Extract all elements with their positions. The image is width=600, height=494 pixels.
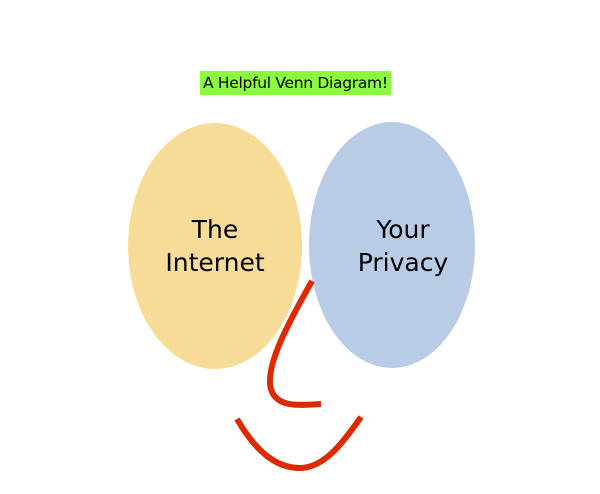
privacy-label: Your Privacy [328, 213, 478, 279]
diagram-title: A Helpful Venn Diagram! [200, 71, 391, 95]
internet-label-line1: The [191, 215, 239, 244]
nose-stroke [266, 279, 322, 408]
internet-ellipse [128, 123, 302, 369]
privacy-label-line2: Privacy [357, 248, 449, 277]
privacy-label-line1: Your [376, 215, 430, 244]
internet-label-line2: Internet [165, 248, 265, 277]
mouth-stroke [234, 415, 364, 472]
internet-label: The Internet [140, 213, 290, 279]
privacy-ellipse [309, 122, 475, 368]
